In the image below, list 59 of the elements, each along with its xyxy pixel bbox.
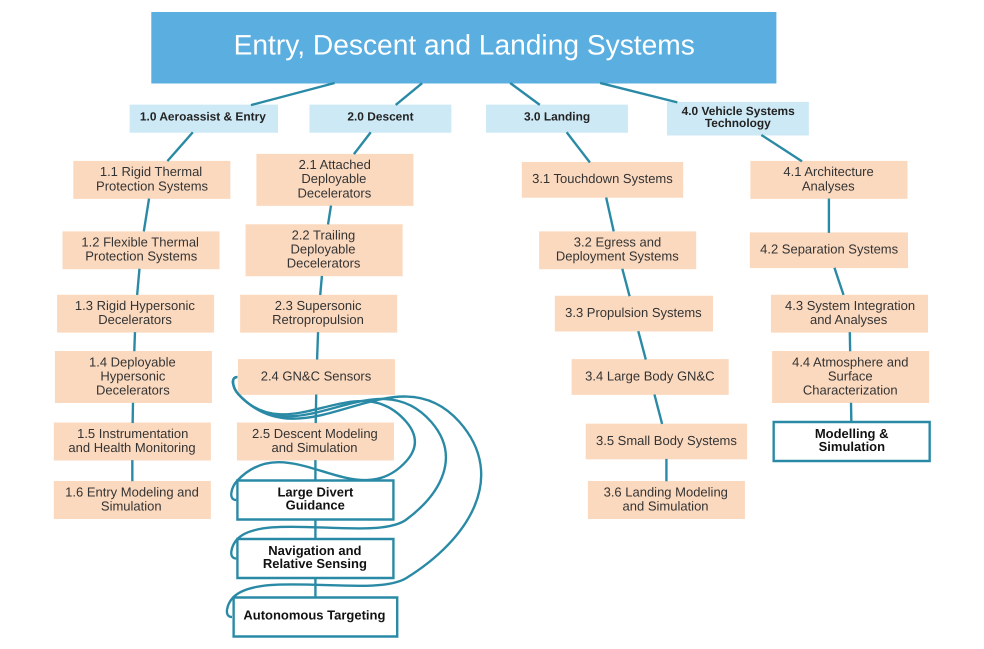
node-box: 1.1 Rigid Thermal Protection Systems — [73, 160, 230, 199]
node-box: 2.5 Descent Modeling and Simulation — [236, 422, 394, 460]
connector — [828, 198, 830, 233]
node-box: Entry, Descent and Landing Systems — [151, 12, 776, 84]
connector — [133, 332, 136, 352]
connector — [319, 276, 324, 296]
node-box: 3.3 Propulsion Systems — [554, 296, 713, 332]
connector — [566, 132, 591, 164]
node-box: 4.3 System Integration and Analyses — [770, 294, 928, 333]
node-box: 4.2 Separation Systems — [750, 232, 908, 268]
connector — [142, 198, 150, 232]
node-box: 3.4 Large Body GN&C — [572, 359, 729, 395]
node-box: Large Divert Guidance — [236, 479, 395, 521]
connector — [326, 205, 332, 225]
connector — [314, 394, 318, 424]
node-box: 4.1 Architecture Analyses — [750, 160, 908, 199]
connector — [314, 520, 317, 539]
connector — [316, 332, 320, 360]
node-box: 2.3 Supersonic Retropropulsion — [240, 294, 398, 333]
node-box: 1.6 Entry Modeling and Simulation — [54, 481, 211, 519]
node-box: 3.2 Egress and Deployment Systems — [539, 231, 696, 270]
node-box: 3.0 Landing — [486, 104, 628, 133]
node-box: 2.1 Attached Deployable Decelerators — [256, 154, 414, 206]
connector — [665, 458, 668, 482]
connector — [833, 267, 845, 296]
node-box: 1.5 Instrumentation and Health Monitoring — [54, 422, 211, 460]
connector — [131, 402, 134, 424]
node-box: 1.0 Aeroassist & Entry — [130, 104, 278, 133]
node-box: 3.1 Touchdown Systems — [522, 162, 684, 198]
connector — [621, 268, 631, 297]
node-box: Autonomous Targeting — [232, 596, 398, 638]
connector — [605, 197, 615, 232]
connector — [314, 578, 317, 598]
connector — [848, 332, 852, 352]
node-box: 3.6 Landing Modeling and Simulation — [588, 481, 745, 519]
node-box: Modelling & Simulation — [772, 420, 931, 462]
connector — [314, 460, 317, 480]
connector — [760, 134, 803, 162]
connector — [637, 330, 647, 360]
connector — [509, 82, 540, 106]
connector — [250, 82, 335, 106]
node-box: 2.0 Descent — [309, 104, 452, 133]
connector — [131, 460, 134, 482]
node-box: 2.4 GN&C Sensors — [238, 359, 396, 395]
node-box: 1.4 Deployable Hypersonic Decelerators — [54, 351, 212, 404]
connector — [600, 82, 678, 104]
connector — [352, 132, 372, 155]
connector — [394, 82, 423, 106]
node-box: 4.0 Vehicle Systems Technology — [666, 102, 809, 136]
node-box: Navigation and Relative Sensing — [236, 538, 395, 580]
connector — [653, 394, 664, 424]
node-box: 4.4 Atmosphere and Surface Characterization — [772, 351, 930, 404]
node-box: 1.3 Rigid Hypersonic Decelerators — [57, 294, 214, 333]
node-box: 1.2 Flexible Thermal Protection Systems — [62, 231, 220, 270]
node-box: 2.2 Trailing Deployable Decelerators — [246, 224, 403, 276]
connector — [850, 402, 853, 422]
node-box: 3.5 Small Body Systems — [586, 424, 748, 460]
connector — [166, 131, 194, 162]
connector — [136, 268, 141, 296]
